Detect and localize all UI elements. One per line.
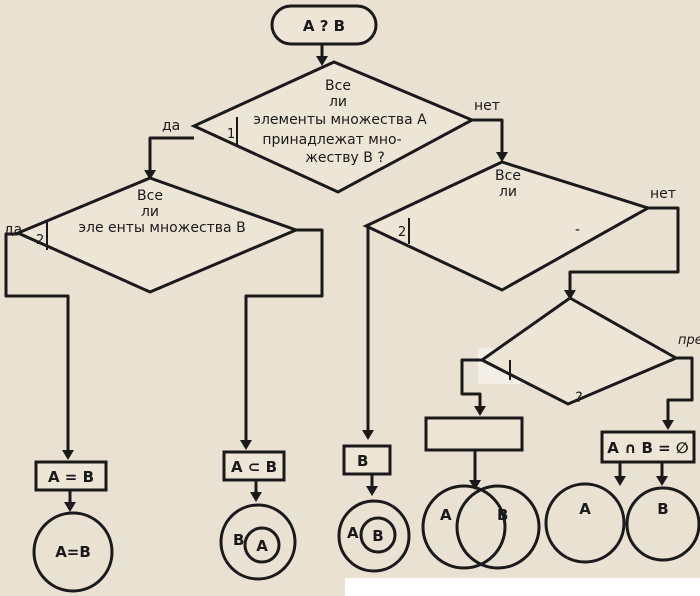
margin-note: пре: [678, 333, 700, 348]
venn-subset-inner: [243, 526, 281, 564]
result-overlap-box: [424, 416, 524, 452]
start-label: A ? B: [303, 17, 345, 35]
decision-1-line-3: элементы множества А: [253, 112, 427, 128]
decision-1-line-1: Все: [325, 78, 351, 94]
result-b-in-a-box: [342, 444, 392, 476]
connector-d1-no: [472, 118, 504, 156]
arrow-d2-yes: [62, 450, 74, 460]
venn-disjoint-right: [625, 486, 700, 562]
decision-3: 2 Все ли -: [362, 160, 652, 292]
start-terminal: A ? B: [270, 4, 378, 46]
venn-overlap-right: [455, 484, 541, 570]
arrow-equal: [64, 502, 76, 512]
result-subset: А ⊂ В В А: [219, 450, 297, 581]
connector-d2-yes: [4, 232, 70, 454]
result-subset-label: А ⊂ В: [231, 458, 277, 476]
venn-equal-circle: [32, 511, 114, 593]
decision-4-question: ?: [575, 390, 582, 406]
arrow-d3-no: [564, 290, 576, 300]
venn-b-in-a-inner: [359, 516, 397, 554]
arrow-disjoint-right: [656, 476, 668, 486]
decision-1-line-5: жеству В ?: [305, 150, 385, 166]
arrow-d2-no: [240, 440, 252, 450]
result-subset-box: [222, 450, 286, 482]
decision-3-line-2: ли: [499, 184, 517, 200]
venn-b-in-a-outer-label: А: [347, 524, 359, 542]
venn-disjoint-right-label: В: [657, 500, 668, 518]
decision-4: ?: [479, 296, 680, 406]
arrow-overlap: [469, 480, 481, 490]
result-b-in-a-label: В: [357, 452, 368, 470]
venn-overlap-left: [421, 484, 507, 570]
decision-1-line-2: ли: [329, 94, 347, 110]
venn-equal-label: А=В: [55, 543, 91, 561]
arrow-subset: [250, 492, 262, 502]
decision-3-number: 2: [398, 225, 406, 240]
decision-3-no-label: нет: [650, 186, 676, 202]
venn-b-in-a-inner-label: В: [372, 527, 383, 545]
decision-2-line-2: ли: [141, 204, 159, 220]
connector-d3-no: [568, 206, 680, 294]
arrow-d1-no: [496, 152, 508, 162]
arrow-d1-yes: [144, 170, 156, 180]
result-disjoint-label: А ∩ В = ∅: [607, 439, 689, 457]
decision-1-number: 1: [227, 127, 235, 142]
decision-2-number: 2: [36, 233, 44, 248]
decision-3-line-1: Все: [495, 168, 521, 184]
connector-d4-right: [666, 356, 694, 424]
result-overlap: А В: [421, 416, 541, 570]
result-disjoint-box: [600, 430, 696, 464]
venn-subset-inner-label: А: [256, 537, 268, 555]
result-equal: А = В А=В: [32, 460, 114, 593]
result-b-in-a: В А В: [337, 444, 411, 573]
connector-d2-no: [244, 228, 324, 444]
decision-2: 2 Все ли эле енты множества В: [14, 176, 301, 294]
decision-2-line-1: Все: [137, 188, 163, 204]
venn-disjoint-left: [544, 482, 626, 564]
arrow-start: [316, 56, 328, 66]
arrow-d4-right: [662, 420, 674, 430]
venn-disjoint-left-label: А: [579, 500, 591, 518]
white-strip: [345, 578, 700, 596]
decision-2-line-3: эле енты множества В: [78, 220, 245, 236]
connector-d3-yes: [366, 224, 370, 434]
venn-subset-outer: [219, 503, 297, 581]
decision-1: 1 Все ли элементы множества А принадлежа…: [190, 60, 476, 194]
decision-1-line-4: принадлежат мно-: [262, 132, 401, 148]
arrow-b-in-a: [366, 486, 378, 496]
decision-1-yes-label: да: [162, 118, 180, 134]
venn-overlap-left-label: А: [440, 506, 452, 524]
arrow-d4-left: [474, 406, 486, 416]
venn-overlap-right-label: В: [497, 506, 508, 524]
venn-b-in-a-outer: [337, 499, 411, 573]
connector-d4-left: [460, 358, 482, 410]
decision-1-no-label: нет: [474, 98, 500, 114]
connector-d1-yes: [148, 136, 194, 174]
result-equal-label: А = В: [48, 468, 94, 486]
decision-3-dash: -: [575, 222, 580, 238]
arrow-disjoint-left: [614, 476, 626, 486]
venn-subset-outer-label: В: [233, 531, 244, 549]
result-disjoint: А ∩ В = ∅ А В: [544, 430, 700, 564]
arrow-d3-yes: [362, 430, 374, 440]
